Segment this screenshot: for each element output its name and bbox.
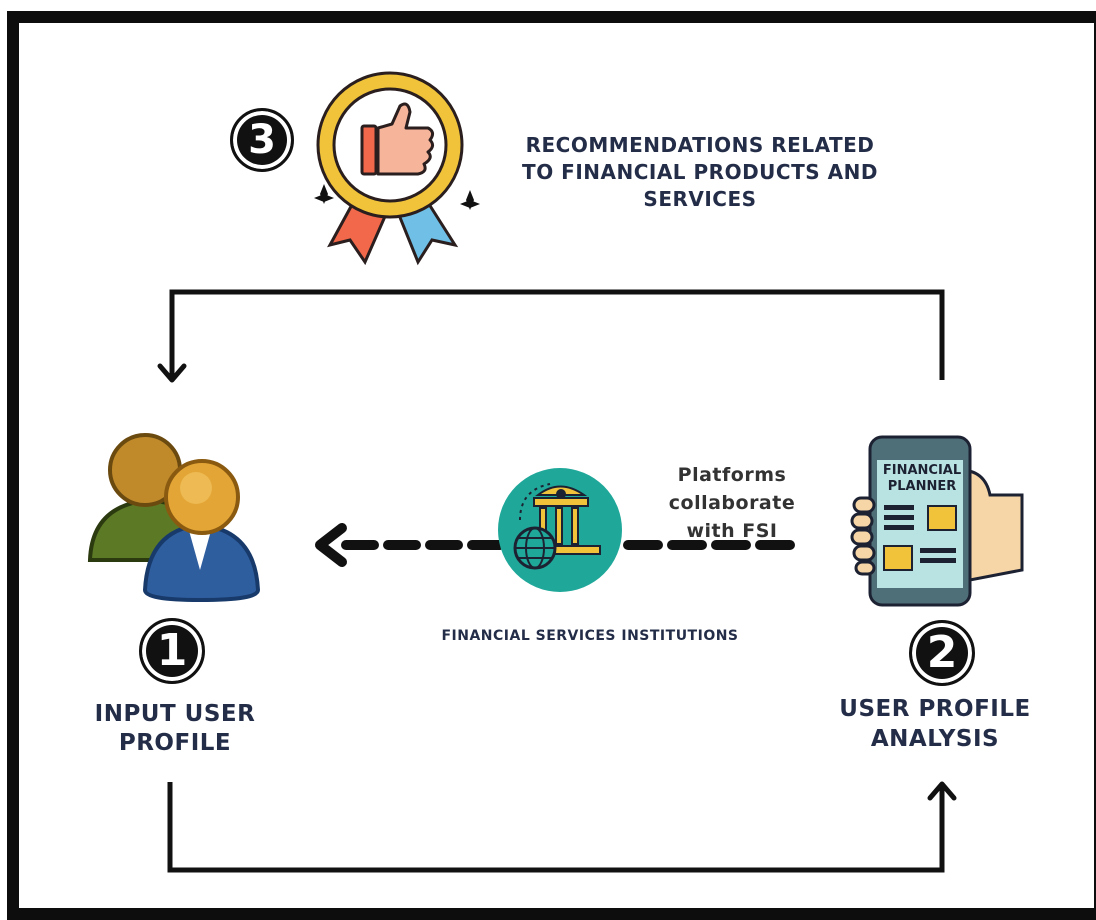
financial-services-institutions-label: FINANCIAL SERVICES INSTITUTIONS xyxy=(441,628,739,644)
financial-planner-phone-icon xyxy=(850,435,1024,607)
step-2-badge: 2 xyxy=(909,620,975,686)
award-medal-icon xyxy=(314,71,480,266)
recommendations-label: RECOMMENDATIONS RELATED TO FINANCIAL PRO… xyxy=(490,132,910,213)
phone-title: FINANCIAL PLANNER xyxy=(876,463,968,495)
recommendations-line1: RECOMMENDATIONS RELATED xyxy=(525,133,875,157)
collaboration-label: Platforms collaborate with FSI xyxy=(612,461,852,545)
collaboration-line1: Platforms collaborate xyxy=(668,464,796,514)
phone-title-line2: PLANNER xyxy=(887,479,957,494)
bank-globe-icon xyxy=(498,468,622,592)
phone-title-line1: FINANCIAL xyxy=(882,463,962,478)
step-3-badge: 3 xyxy=(230,108,294,172)
dashed-flow-arrow xyxy=(315,523,795,567)
bottom-loop-arrow xyxy=(167,781,957,873)
recommendations-line2: TO FINANCIAL PRODUCTS AND xyxy=(522,160,878,184)
input-user-profile-label: INPUT USER PROFILE xyxy=(60,700,290,758)
recommendations-line3: SERVICES xyxy=(643,187,757,211)
user-profile-analysis-label: USER PROFILE ANALYSIS xyxy=(810,694,1060,754)
user-profile-analysis-line1: USER PROFILE xyxy=(839,696,1031,722)
users-icon xyxy=(87,433,261,603)
user-profile-analysis-line2: ANALYSIS xyxy=(870,726,1000,752)
input-user-profile-line2: PROFILE xyxy=(118,730,232,756)
top-loop-arrow xyxy=(157,289,945,383)
collaboration-line2: with FSI xyxy=(686,520,778,542)
input-user-profile-line1: INPUT USER xyxy=(94,701,256,727)
step-1-badge: 1 xyxy=(139,618,205,684)
